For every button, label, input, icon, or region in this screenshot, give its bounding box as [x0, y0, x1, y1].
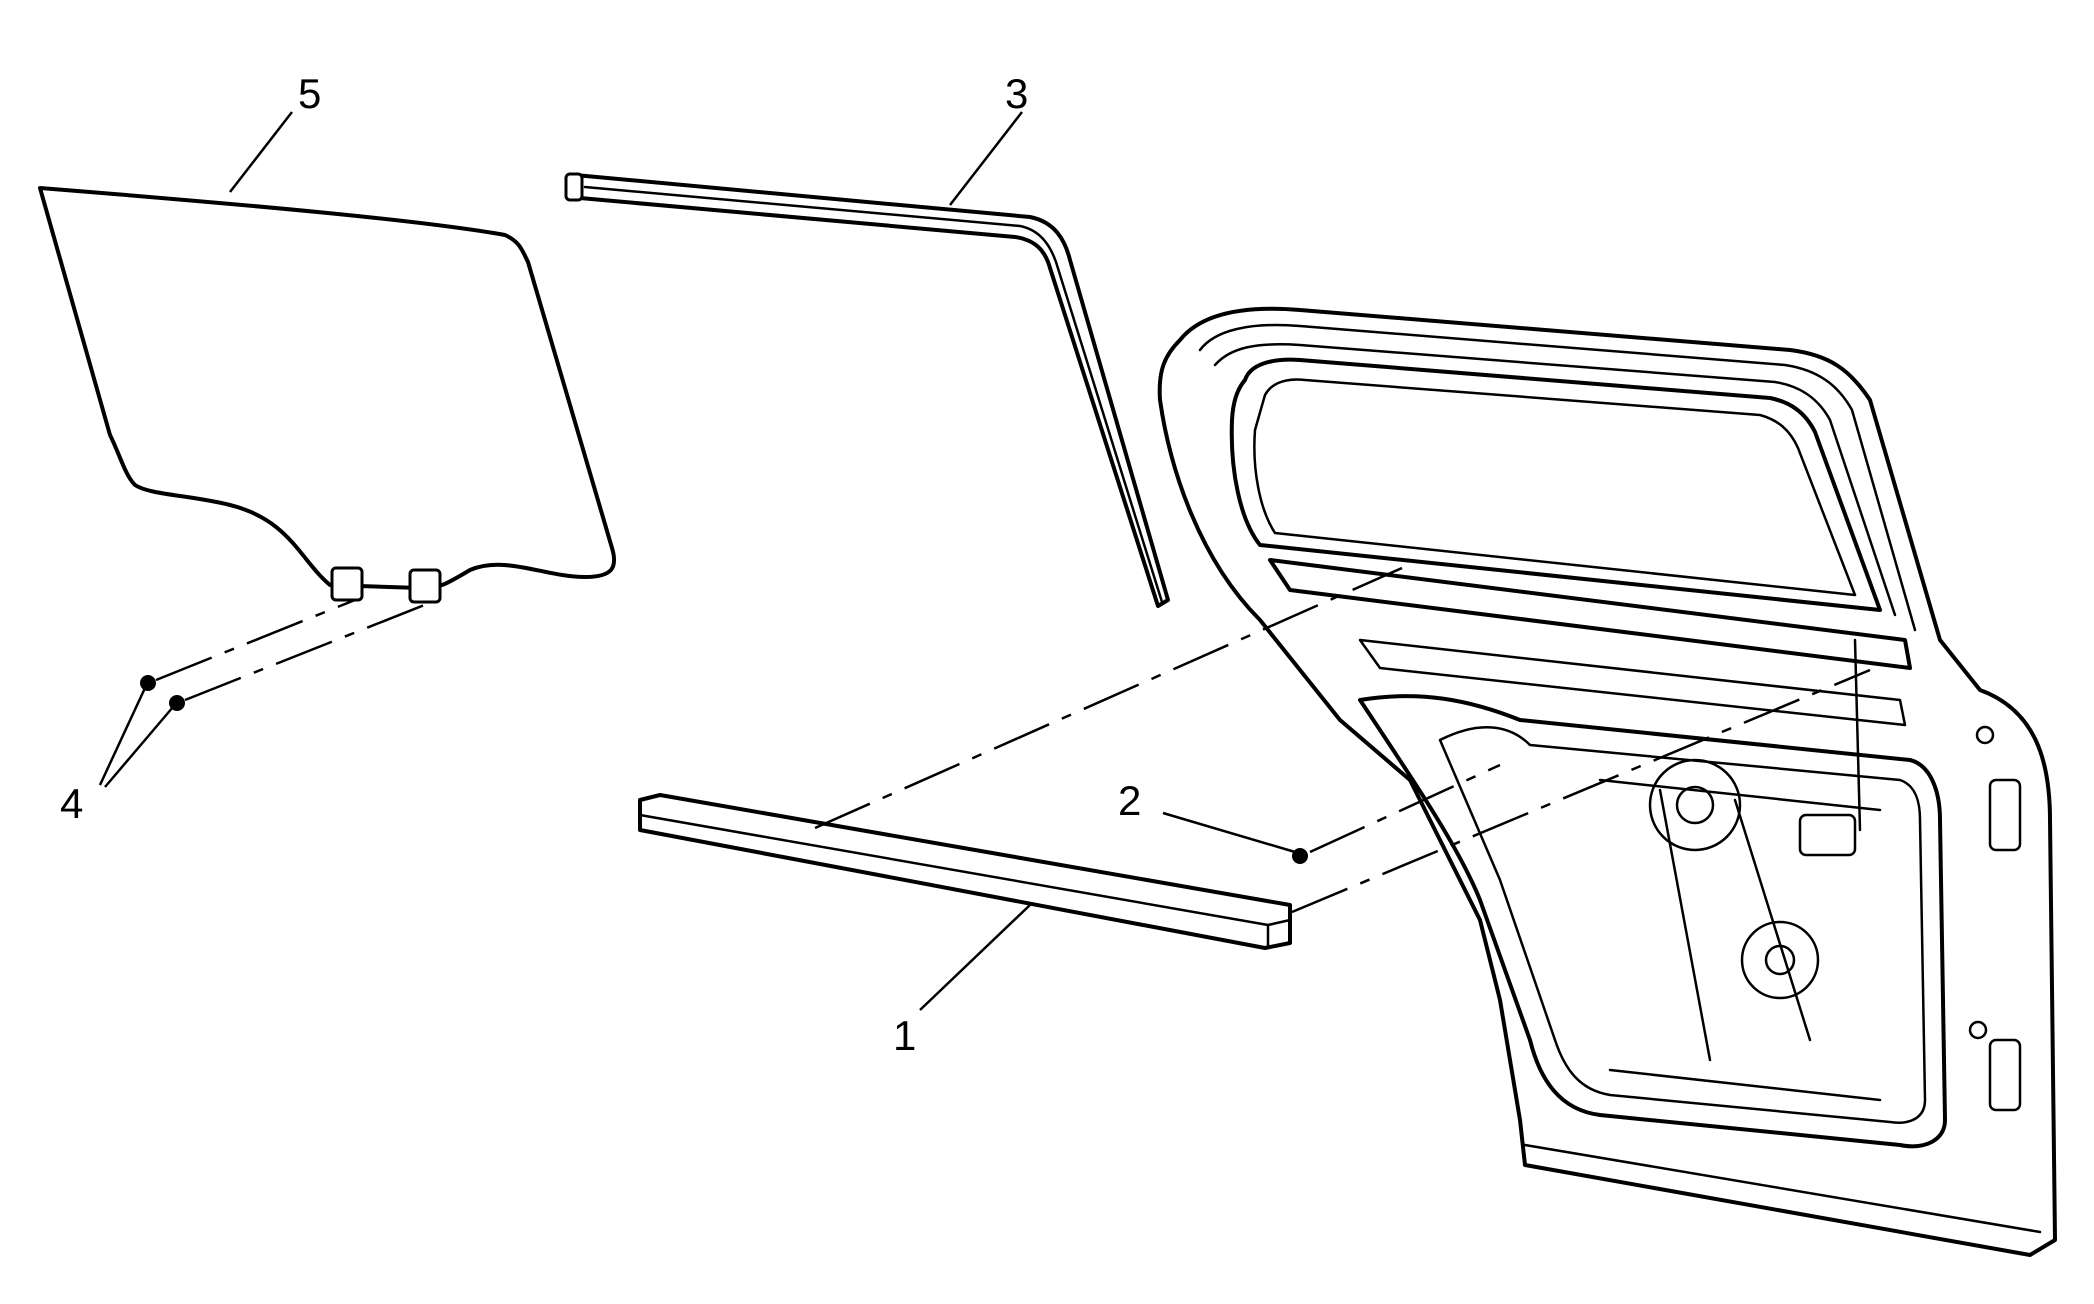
- lower-hinge: [1988, 1038, 2022, 1112]
- upper-hinge: [1988, 778, 2022, 852]
- glass-bolts: [140, 598, 433, 711]
- belt-bolt: [1292, 763, 1501, 864]
- callout-5: 5: [298, 70, 321, 117]
- leader-2: [1162, 811, 1296, 854]
- belt-weatherstrip: [638, 566, 1871, 950]
- window-glass: [38, 186, 617, 604]
- callout-1: 1: [893, 1012, 916, 1059]
- leader-3: [949, 111, 1023, 206]
- window-channel: [564, 172, 1170, 608]
- glass-bracket-rear: [408, 568, 442, 604]
- callout-2: 2: [1118, 777, 1141, 824]
- leader-5: [229, 111, 293, 193]
- regulator-pulley: [1648, 758, 1742, 852]
- callout-4: 4: [60, 780, 83, 827]
- glass-bolt-front: [140, 675, 156, 691]
- callout-leaders: [98, 111, 1296, 1011]
- leader-4b: [104, 706, 174, 788]
- belt-bolt-head: [1292, 848, 1308, 864]
- leader-4a: [98, 687, 147, 786]
- rear-door-assembly: [1157, 306, 2057, 1257]
- regulator-motor: [1740, 920, 1820, 1000]
- leader-1: [919, 904, 1031, 1011]
- callout-3: 3: [1005, 70, 1028, 117]
- glass-bracket-front: [330, 566, 364, 602]
